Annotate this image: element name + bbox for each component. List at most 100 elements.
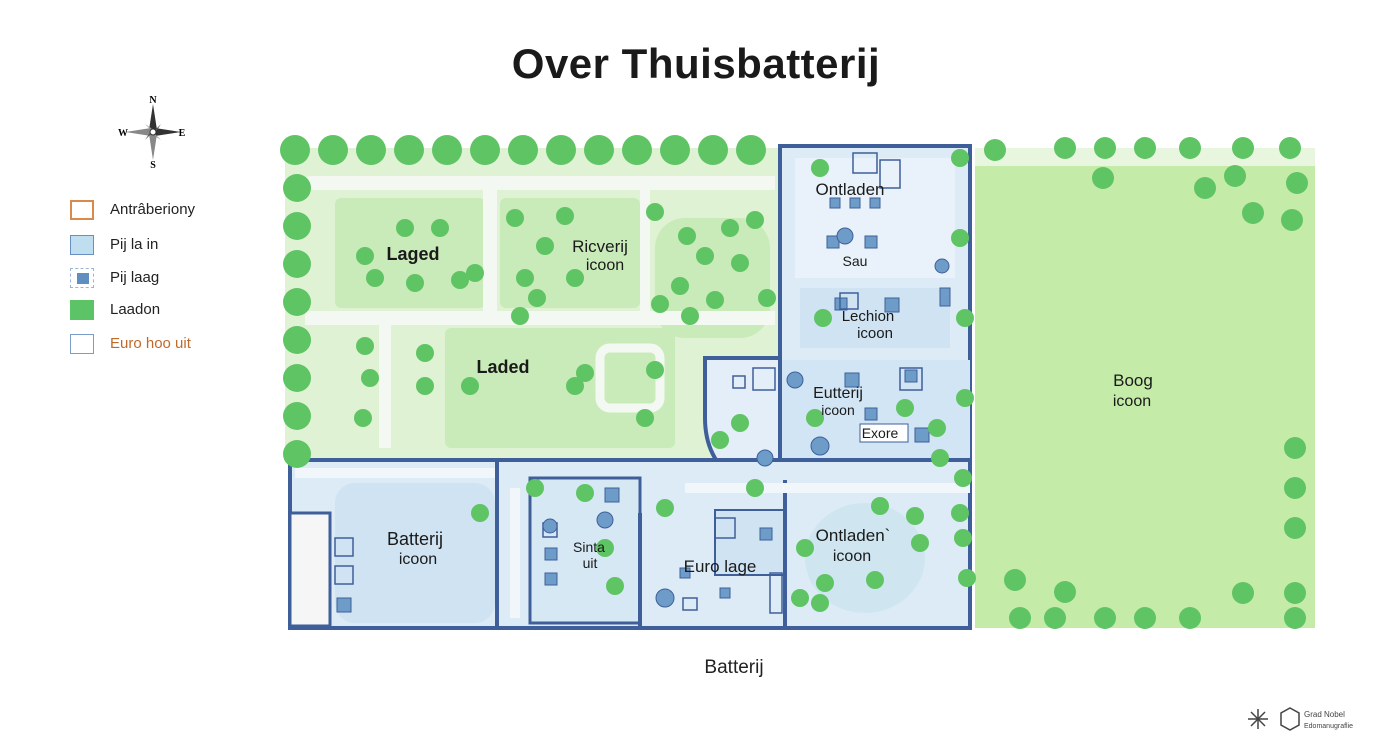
sparkle-icon — [1248, 709, 1268, 729]
tree-icon — [660, 135, 690, 165]
tree-icon — [721, 219, 739, 237]
tree-icon — [526, 479, 544, 497]
label-boog: Boog — [1113, 371, 1153, 390]
publisher-logo: Grad Nobel Edomanugraflie — [1246, 704, 1366, 734]
compass-icon: N S W E — [118, 95, 186, 171]
label-ricverij: Ricverij — [572, 237, 628, 256]
tree-icon — [416, 344, 434, 362]
tree-icon — [1284, 477, 1306, 499]
tree-icon — [546, 135, 576, 165]
compass-n: N — [149, 95, 157, 106]
label-laded: Laded — [476, 357, 529, 377]
tree-icon — [928, 419, 946, 437]
tree-icon — [906, 507, 924, 525]
tree-icon — [1179, 137, 1201, 159]
label-laged: Laged — [386, 244, 439, 264]
tree-icon — [731, 254, 749, 272]
label-ontladen-top: Ontladen — [816, 180, 885, 199]
label-sau: Sau — [843, 253, 868, 269]
tree-icon — [696, 247, 714, 265]
tree-icon — [746, 479, 764, 497]
page-title: Over Thuisbatterij — [511, 40, 881, 87]
tree-icon — [951, 149, 969, 167]
tree-icon — [651, 295, 669, 313]
tree-icon — [1134, 607, 1156, 629]
tree-icon — [1284, 607, 1306, 629]
tree-icon — [681, 307, 699, 325]
tree-icon — [396, 219, 414, 237]
tree-icon — [576, 364, 594, 382]
label-boog-icon: icoon — [1113, 393, 1151, 410]
label-ricverij-icon: icoon — [586, 257, 624, 274]
tree-icon — [678, 227, 696, 245]
label-batterij: Batterij — [387, 529, 443, 549]
tree-icon — [506, 209, 524, 227]
tree-icon — [596, 539, 614, 557]
tree-icon — [1232, 582, 1254, 604]
tree-icon — [1232, 137, 1254, 159]
label-eutterij-icon: icoon — [821, 402, 854, 418]
tree-icon — [283, 250, 311, 278]
tree-icon — [736, 135, 766, 165]
legend-item: Euro hoo uit — [70, 332, 270, 364]
compass-rose: N S W E — [113, 92, 193, 172]
tree-icon — [406, 274, 424, 292]
label-eutterij: Eutterij — [813, 385, 863, 402]
tree-icon — [356, 247, 374, 265]
tree-icon — [1009, 607, 1031, 629]
tree-icon — [1194, 177, 1216, 199]
label-batterij-icon: icoon — [399, 551, 437, 568]
tree-icon — [356, 135, 386, 165]
tree-icon — [516, 269, 534, 287]
tree-icon — [1094, 607, 1116, 629]
tree-icon — [791, 589, 809, 607]
tree-icon — [576, 484, 594, 502]
tree-icon — [958, 569, 976, 587]
legend-label: Euro hoo uit — [110, 335, 191, 352]
tree-icon — [470, 135, 500, 165]
legend-label: Pij laag — [110, 269, 160, 286]
compass-w: W — [118, 128, 128, 139]
logo-line-2: Edomanugraflie — [1304, 723, 1353, 730]
tree-icon — [283, 440, 311, 468]
tree-icon — [636, 409, 654, 427]
tree-icon — [956, 309, 974, 327]
tree-icon — [356, 337, 374, 355]
tree-icon — [622, 135, 652, 165]
tree-icon — [283, 288, 311, 316]
tree-icon — [1004, 569, 1026, 591]
tree-icon — [283, 174, 311, 202]
hexagon-icon — [1280, 707, 1300, 731]
tree-icon — [758, 289, 776, 307]
tree-icon — [432, 135, 462, 165]
legend-item: Laadon — [70, 298, 270, 330]
tree-icon — [556, 207, 574, 225]
tree-icon — [283, 364, 311, 392]
tree-icon — [283, 326, 311, 354]
map-legend: Antrâberiony Pij la in Pij laag Laadon E… — [70, 198, 270, 364]
tree-icon — [1179, 607, 1201, 629]
label-lechion-icon: icoon — [857, 325, 893, 342]
tree-icon — [366, 269, 384, 287]
tree-icon — [1286, 172, 1308, 194]
tree-icon — [814, 309, 832, 327]
tree-icon — [646, 361, 664, 379]
tree-icon — [416, 377, 434, 395]
tree-icon — [911, 534, 929, 552]
legend-label: Laadon — [110, 301, 161, 318]
tree-icon — [711, 431, 729, 449]
tree-icon — [896, 399, 914, 417]
tree-icon — [811, 594, 829, 612]
tree-icon — [466, 264, 484, 282]
tree-icon — [1242, 202, 1264, 224]
tree-icon — [461, 377, 479, 395]
label-euro-lage: Euro lage — [684, 557, 757, 576]
legend-label: Pij la in — [110, 236, 159, 253]
tree-icon — [1284, 582, 1306, 604]
tree-icon — [1134, 137, 1156, 159]
tree-icon — [646, 203, 664, 221]
compass-e: E — [179, 128, 186, 139]
legend-item: Antrâberiony — [70, 198, 270, 230]
tree-icon — [431, 219, 449, 237]
label-sinta: Sinta — [573, 539, 605, 555]
